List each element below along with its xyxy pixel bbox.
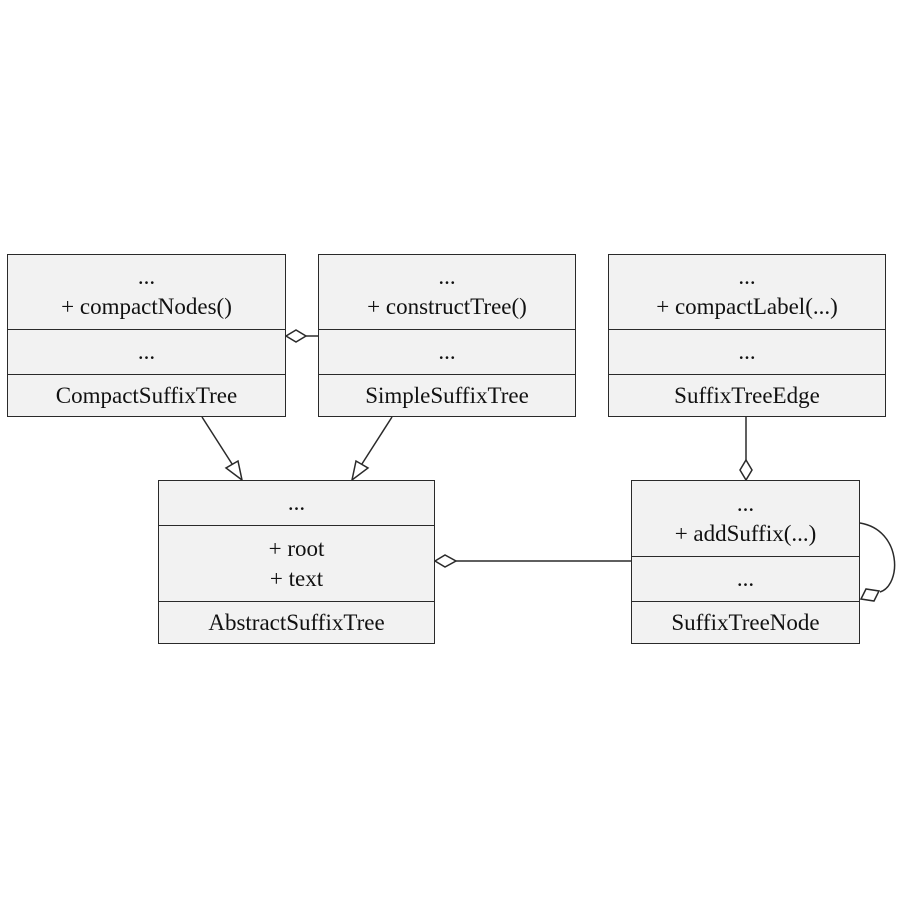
- class-extra-section: ...: [609, 329, 885, 374]
- class-name: CompactSuffixTree: [8, 374, 285, 416]
- inheritance-arrow-compact: [224, 459, 244, 482]
- method-ellipsis: ...: [287, 490, 306, 515]
- class-simple-suffix-tree[interactable]: ... + constructTree() ... SimpleSuffixTr…: [318, 254, 576, 417]
- class-attributes: ... + compactNodes(): [8, 255, 285, 329]
- edge-simple-to-abstract: [359, 416, 393, 468]
- attribute-ellipsis: ...: [738, 264, 756, 289]
- class-name-text: SimpleSuffixTree: [365, 382, 529, 408]
- method-compact-nodes: + compactNodes(): [61, 294, 232, 319]
- class-name: SimpleSuffixTree: [319, 374, 575, 416]
- class-name-text: AbstractSuffixTree: [208, 609, 385, 635]
- class-attributes: ... + addSuffix(...): [632, 481, 859, 556]
- attribute-ellipsis: ...: [438, 264, 456, 289]
- class-attributes: ... + constructTree(): [319, 255, 575, 329]
- aggregation-diamond-self: [859, 588, 881, 602]
- extra-ellipsis: ...: [438, 339, 456, 364]
- class-name: SuffixTreeEdge: [609, 374, 885, 416]
- class-name-text: CompactSuffixTree: [55, 382, 238, 408]
- method-construct-tree: + constructTree(): [367, 294, 527, 319]
- class-extra-section: ...: [319, 329, 575, 374]
- attribute-root: + root: [268, 535, 325, 561]
- extra-ellipsis: ...: [738, 339, 756, 364]
- class-attributes: + root + text: [159, 525, 434, 601]
- extra-ellipsis: ...: [137, 339, 156, 364]
- attribute-ellipsis: ...: [736, 490, 755, 516]
- class-suffix-tree-edge[interactable]: ... + compactLabel(...) ... SuffixTreeEd…: [608, 254, 886, 417]
- class-methods: ...: [159, 481, 434, 525]
- class-extra-section: ...: [632, 556, 859, 601]
- class-extra-section: ...: [8, 329, 285, 374]
- class-attributes: ... + compactLabel(...): [609, 255, 885, 329]
- class-suffix-tree-node[interactable]: ... + addSuffix(...) ... SuffixTreeNode: [631, 480, 860, 644]
- inheritance-arrow-simple: [350, 459, 370, 482]
- extra-ellipsis: ...: [736, 566, 755, 591]
- class-name: SuffixTreeNode: [632, 601, 859, 643]
- aggregation-diamond-node: [739, 458, 753, 482]
- attribute-text: + text: [269, 565, 324, 591]
- edge-compact-to-abstract: [201, 416, 235, 468]
- class-name-text: SuffixTreeEdge: [674, 382, 820, 408]
- edge-node-self: [859, 522, 896, 593]
- aggregation-diamond-abstract: [433, 554, 458, 568]
- method-add-suffix: + addSuffix(...): [674, 520, 817, 546]
- attribute-ellipsis: ...: [137, 264, 156, 289]
- class-name: AbstractSuffixTree: [159, 601, 434, 643]
- aggregation-diamond-compact: [284, 329, 308, 343]
- class-abstract-suffix-tree[interactable]: ... + root + text AbstractSuffixTree: [158, 480, 435, 644]
- class-name-text: SuffixTreeNode: [671, 609, 820, 635]
- method-compact-label: + compactLabel(...): [656, 294, 838, 319]
- class-compact-suffix-tree[interactable]: ... + compactNodes() ... CompactSuffixTr…: [7, 254, 286, 417]
